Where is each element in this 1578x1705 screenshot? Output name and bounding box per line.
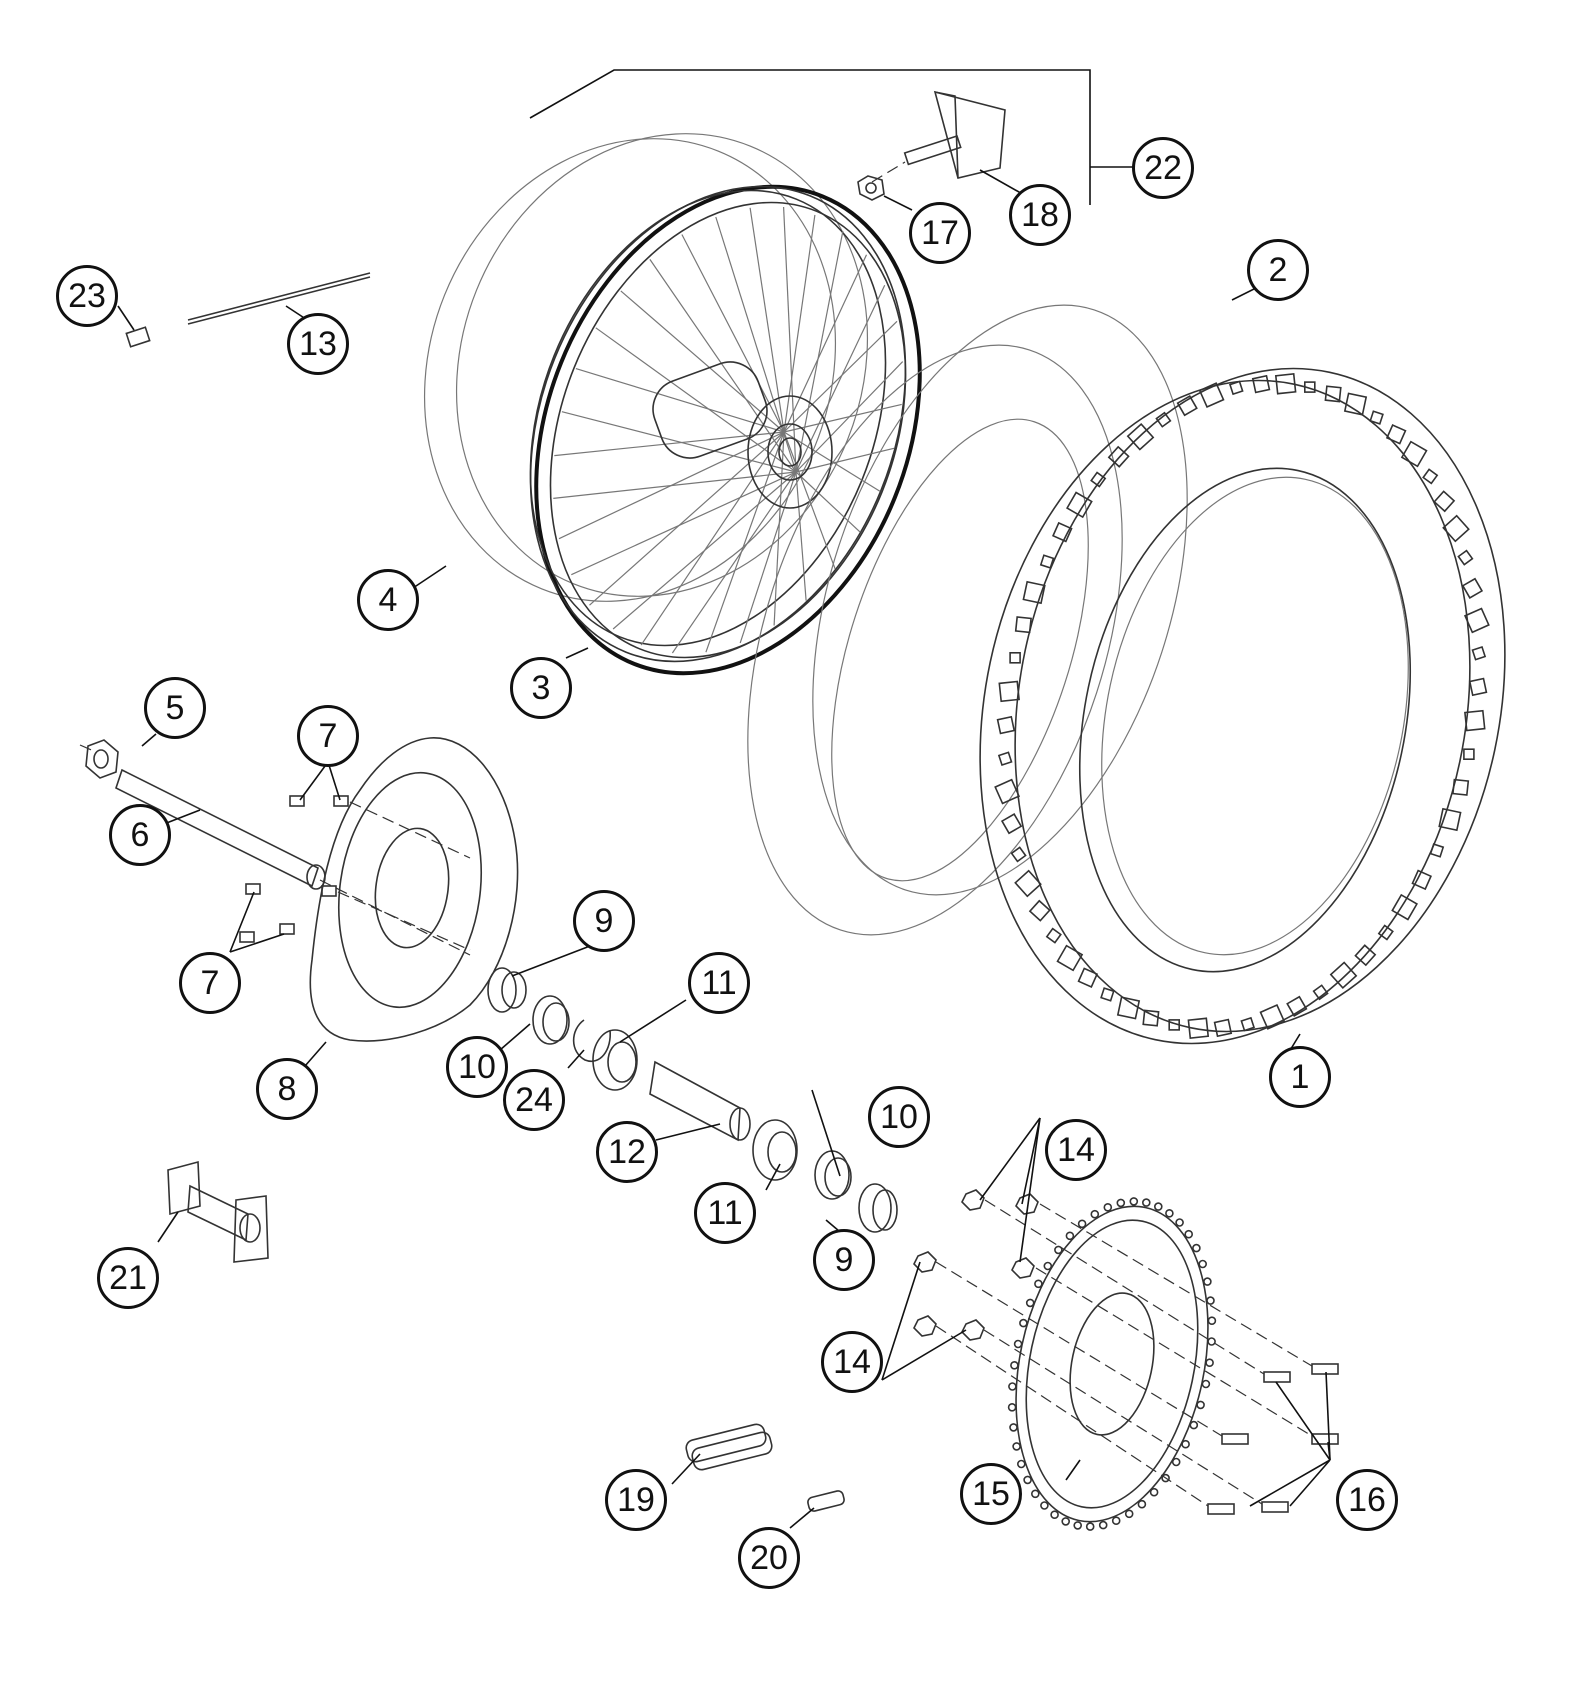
leader-lines (117, 169, 1331, 1529)
callout-6: 6 (109, 804, 171, 866)
callout-15: 15 (960, 1463, 1022, 1525)
callout-9-bottom: 9 (813, 1229, 875, 1291)
callout-16: 16 (1336, 1469, 1398, 1531)
callout-10-left: 10 (446, 1036, 508, 1098)
callout-12: 12 (596, 1121, 658, 1183)
hub-assembly (167, 1160, 269, 1263)
callout-17: 17 (909, 202, 971, 264)
callout-13: 13 (287, 313, 349, 375)
callout-8: 8 (256, 1058, 318, 1120)
callout-24: 24 (503, 1069, 565, 1131)
callout-7-bottom: 7 (179, 952, 241, 1014)
callout-22: 22 (1132, 137, 1194, 199)
chain-link (685, 1423, 845, 1512)
callout-4: 4 (357, 569, 419, 631)
callout-5: 5 (144, 677, 206, 739)
callout-23: 23 (56, 265, 118, 327)
knobby-tyre (979, 367, 1506, 1045)
rear-sprocket (1007, 1197, 1217, 1531)
callout-14-bottom: 14 (821, 1331, 883, 1393)
callout-19: 19 (605, 1469, 667, 1531)
callout-21: 21 (97, 1247, 159, 1309)
callout-1: 1 (1269, 1046, 1331, 1108)
callout-9-top: 9 (573, 890, 635, 952)
callout-18: 18 (1009, 184, 1071, 246)
callout-20: 20 (738, 1527, 800, 1589)
inner-tube (747, 304, 1188, 936)
callout-11-bottom: 11 (694, 1182, 756, 1244)
hub-internals (487, 967, 898, 1233)
disc-bolts (239, 795, 471, 951)
brake-disc (309, 737, 519, 1042)
sprocket-fasteners (913, 1189, 1339, 1515)
callout-2: 2 (1247, 239, 1309, 301)
spoked-wheel (529, 184, 922, 676)
callout-3: 3 (510, 657, 572, 719)
callout-10-right: 10 (868, 1086, 930, 1148)
assembly-bracket-22 (529, 69, 1136, 205)
spoke-and-nipple (125, 272, 371, 348)
callout-11-top: 11 (688, 952, 750, 1014)
callout-14-top: 14 (1045, 1119, 1107, 1181)
callout-7-top: 7 (297, 705, 359, 767)
rim-tape (423, 133, 869, 602)
rim-lock (857, 90, 1006, 201)
